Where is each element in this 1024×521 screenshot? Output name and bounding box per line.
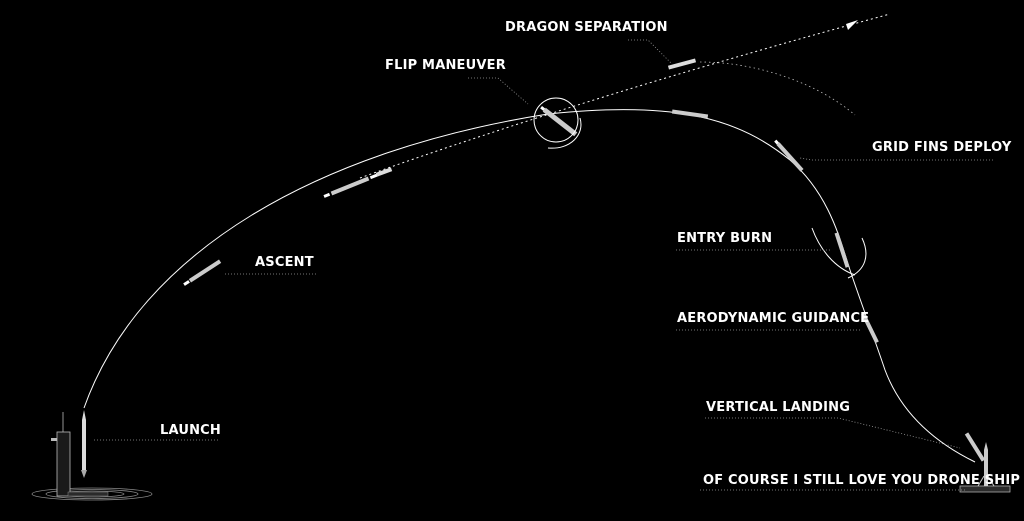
stage-label-drone-ship: OF COURSE I STILL LOVE YOU DRONE SHIP	[703, 473, 1021, 488]
rocket-aero-guidance	[861, 312, 879, 344]
flip-circle	[533, 97, 579, 143]
stage-label-launch: LAUNCH	[160, 423, 222, 438]
launch-pad	[31, 487, 153, 501]
leader-flip-maneuver	[468, 77, 529, 105]
stage-label-ascent: ASCENT	[255, 255, 314, 270]
leader-grid-fins	[799, 157, 993, 161]
rocket-second-stage	[667, 58, 697, 70]
rocket-flip	[540, 106, 578, 137]
rocket-on-pad	[81, 410, 87, 478]
dragon-separation-arc	[699, 61, 856, 116]
entry-burn-plume-right	[847, 237, 867, 279]
stage-label-entry-burn: ENTRY BURN	[677, 231, 773, 246]
entry-burn-plume-left	[811, 227, 856, 276]
flip-arc	[547, 117, 582, 149]
leader-dragon-separation	[628, 39, 673, 65]
stage-label-vertical-landing: VERTICAL LANDING	[706, 400, 851, 415]
rocket-ascent-2	[323, 173, 379, 198]
second-stage-trajectory	[359, 13, 891, 179]
stage-label-dragon-separation: DRAGON SEPARATION	[505, 20, 668, 35]
rocket-grid-fins	[774, 139, 804, 172]
first-stage-trajectory	[83, 109, 976, 463]
stage-label-grid-fins-deploy: GRID FINS DEPLOY	[872, 140, 1012, 155]
leader-vertical-landing	[705, 417, 961, 449]
stage-label-flip-maneuver: FLIP MANEUVER	[385, 58, 506, 73]
rocket-coast	[671, 109, 709, 119]
rocket-ascent-3	[375, 167, 393, 177]
launch-tower	[51, 412, 109, 497]
rocket-ascent-1	[183, 259, 222, 286]
rocket-landing	[964, 432, 986, 462]
leader-lines	[94, 39, 993, 491]
rocket-entry-burn	[834, 232, 850, 268]
second-stage-arrow	[846, 20, 858, 30]
drone-ship	[959, 442, 1011, 493]
stage-label-aerodynamic-guidance: AERODYNAMIC GUIDANCE	[677, 311, 870, 326]
